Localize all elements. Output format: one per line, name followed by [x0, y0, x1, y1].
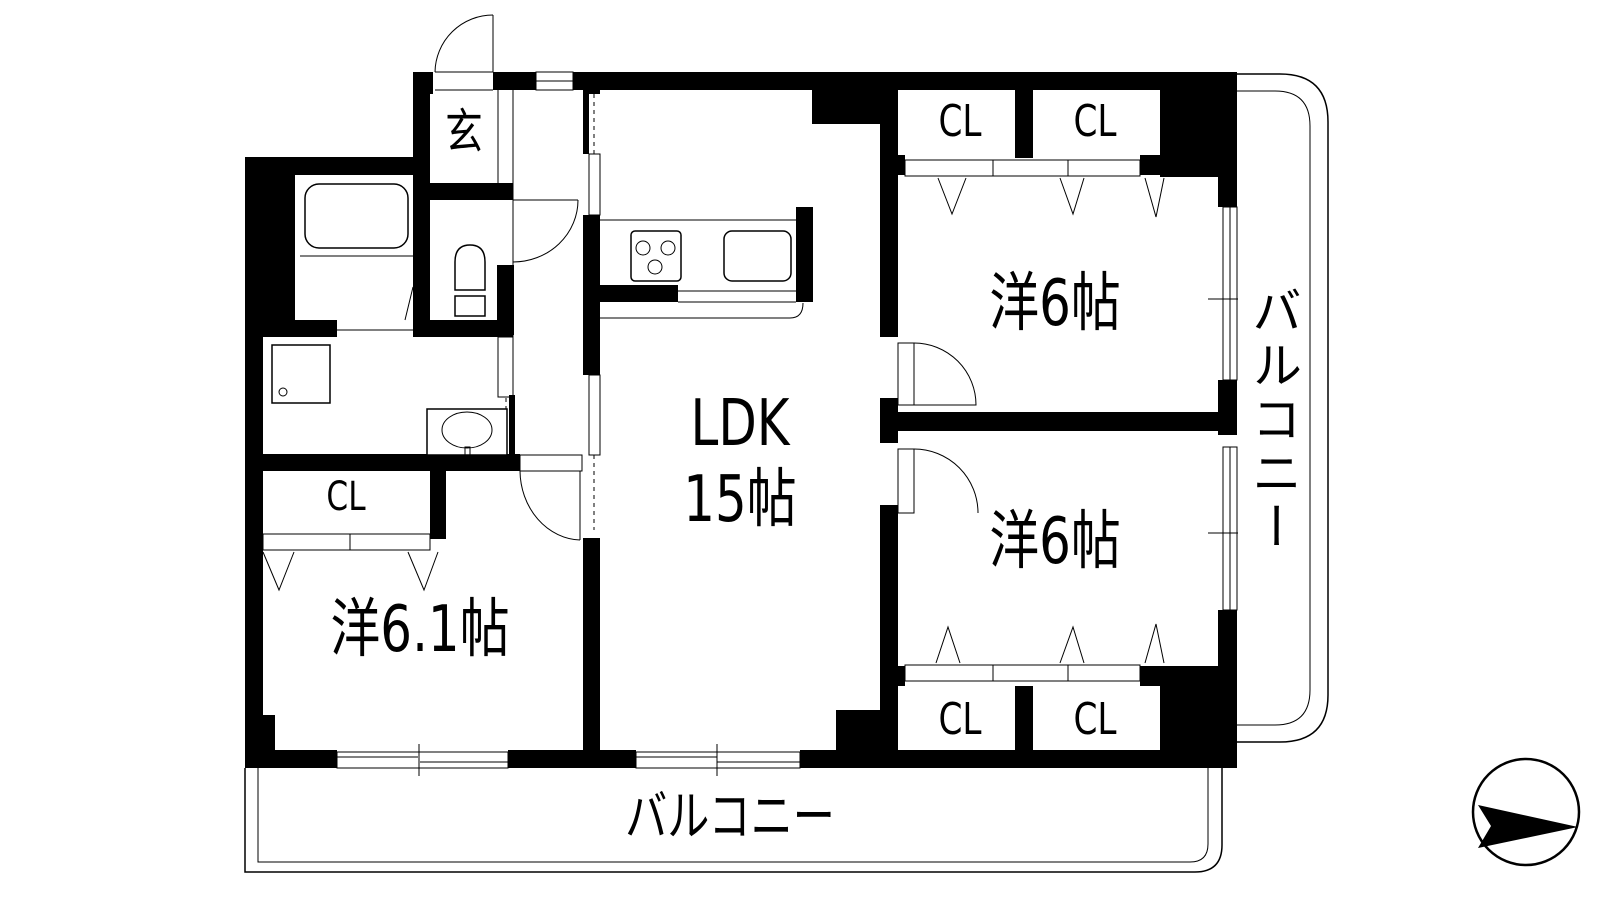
bathtub-icon [300, 183, 421, 321]
room-western-3-label: 洋6.1帖 [330, 593, 510, 667]
ldk-label-line1: LDK [690, 387, 790, 461]
closet-left-label: CL [326, 474, 366, 520]
window-south-room3 [336, 744, 509, 776]
closet-bottom-1-label: CL [938, 694, 982, 745]
entrance-label: 玄 [445, 104, 483, 160]
window-room1-east [1208, 206, 1238, 381]
closet-top-1-label: CL [938, 96, 982, 147]
room-western-1-label: 洋6帖 [989, 267, 1121, 341]
balcony-east-label: バルコニー [1244, 285, 1302, 555]
room1-door [897, 342, 977, 406]
toilet-door [512, 199, 579, 263]
stove-icon [630, 230, 682, 282]
balcony-east-outline [1237, 73, 1329, 743]
ldk-label-line2: 15帖 [683, 463, 797, 537]
sink-icon [723, 230, 792, 282]
closet-left-doors [262, 533, 439, 592]
balcony-south-outline [244, 768, 1223, 873]
washbasin-icon [426, 408, 508, 456]
interior-walls [245, 72, 1237, 768]
ldk-door [519, 454, 583, 541]
closet-top-2-label: CL [1073, 96, 1117, 147]
kitchen-counter [600, 219, 804, 319]
exterior-walls [245, 72, 1237, 768]
window-room2-east [1208, 446, 1238, 611]
room-western-2-label: 洋6帖 [989, 505, 1121, 579]
north-arrow-icon [1471, 757, 1581, 867]
toilet-icon [454, 244, 486, 317]
closet-bottom-2-label: CL [1073, 694, 1117, 745]
closet-bottom-doors [904, 623, 1165, 682]
closet-top-doors [904, 159, 1165, 218]
washing-machine-pan-icon [271, 344, 331, 404]
entrance-door [434, 14, 494, 91]
room2-door [897, 448, 979, 514]
balcony-south-label: バルコニー [625, 785, 835, 848]
window-top-corridor [535, 71, 574, 91]
window-south-ldk [635, 744, 801, 776]
